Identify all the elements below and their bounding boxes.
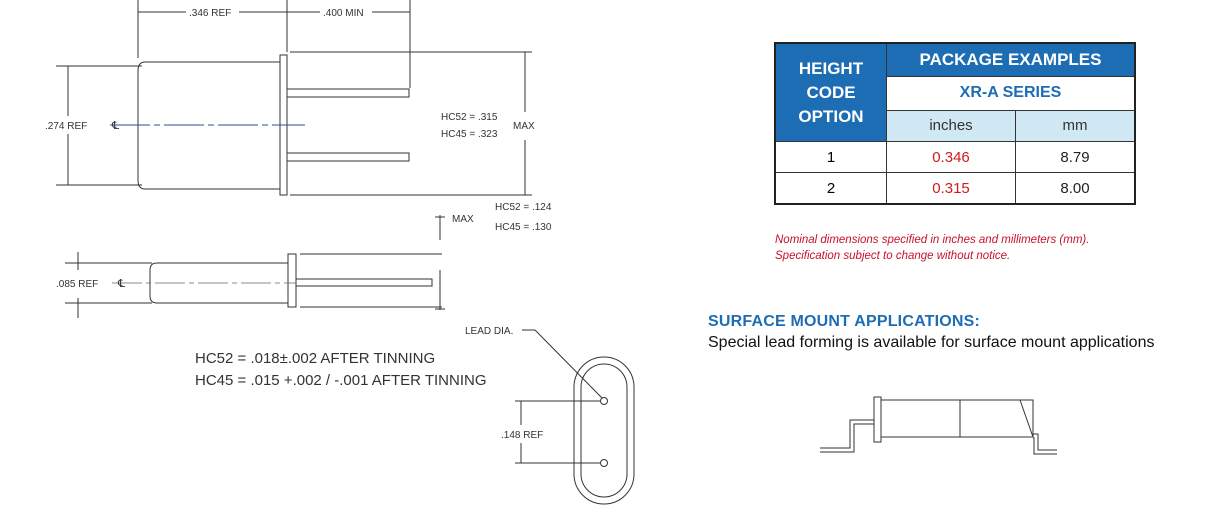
surface-mount-title: SURFACE MOUNT APPLICATIONS: bbox=[708, 313, 981, 330]
hc45-323: HC45 = .323 bbox=[441, 129, 498, 140]
row-mm: 8.00 bbox=[1015, 172, 1136, 205]
dim-274-ref: .274 REF bbox=[45, 121, 87, 132]
col-mm: mm bbox=[1015, 109, 1136, 143]
row-option: 2 bbox=[774, 172, 887, 205]
tinning-hc45: HC45 = .015 +.002 / -.001 AFTER TINNING bbox=[195, 372, 487, 389]
note-line-2: Specification subject to change without … bbox=[775, 250, 1011, 262]
surface-mount-illustration bbox=[820, 396, 1057, 455]
note-line-1: Nominal dimensions specified in inches a… bbox=[775, 234, 1090, 246]
height-line-2: CODE bbox=[806, 82, 856, 102]
height-line-1: HEIGHT bbox=[798, 58, 864, 78]
bottom-view: LEAD DIA. .148 REF bbox=[465, 326, 635, 505]
centerline-symbol: ℄ bbox=[111, 120, 119, 132]
series-header: XR-A SERIES bbox=[886, 76, 1136, 111]
table-row: 1 0.346 8.79 bbox=[774, 141, 1136, 173]
dim-346-ref: .346 REF bbox=[189, 8, 231, 19]
row-inches: 0.315 bbox=[886, 172, 1016, 205]
hc45-130: HC45 = .130 bbox=[495, 222, 552, 233]
dim-400-min: .400 MIN bbox=[323, 8, 364, 19]
height-line-3: OPTION bbox=[798, 106, 864, 126]
package-examples-header: PACKAGE EXAMPLES bbox=[886, 42, 1136, 78]
row-option: 1 bbox=[774, 141, 887, 173]
max-label-1: MAX bbox=[513, 121, 535, 132]
package-examples-table: HEIGHT CODE OPTION PACKAGE EXAMPLES XR-A… bbox=[774, 42, 1136, 205]
surface-mount-description: Special lead forming is available for su… bbox=[708, 334, 1155, 351]
height-code-option-header: HEIGHT CODE OPTION bbox=[774, 42, 887, 142]
dim-085-ref: .085 REF bbox=[56, 279, 98, 290]
dim-148-ref: .148 REF bbox=[501, 430, 543, 441]
hc52-124: HC52 = .124 bbox=[495, 202, 552, 213]
tinning-hc52: HC52 = .018±.002 AFTER TINNING bbox=[195, 350, 435, 367]
lead-dia-label: LEAD DIA. bbox=[465, 326, 513, 337]
centerline-symbol-2: ℄ bbox=[117, 278, 125, 290]
col-inches: inches bbox=[886, 109, 1016, 143]
row-mm: 8.79 bbox=[1015, 141, 1136, 173]
dimension-notes: Nominal dimensions specified in inches a… bbox=[775, 232, 1089, 264]
row-inches: 0.346 bbox=[886, 141, 1016, 173]
max-label-2: MAX bbox=[452, 214, 474, 225]
hc52-315: HC52 = .315 bbox=[441, 112, 498, 123]
table-row: 2 0.315 8.00 bbox=[774, 172, 1136, 205]
side-view: MAX .085 REF ℄ bbox=[56, 214, 474, 318]
top-view: .346 REF .400 MIN .274 REF ℄ HC52 = .315… bbox=[45, 0, 552, 233]
